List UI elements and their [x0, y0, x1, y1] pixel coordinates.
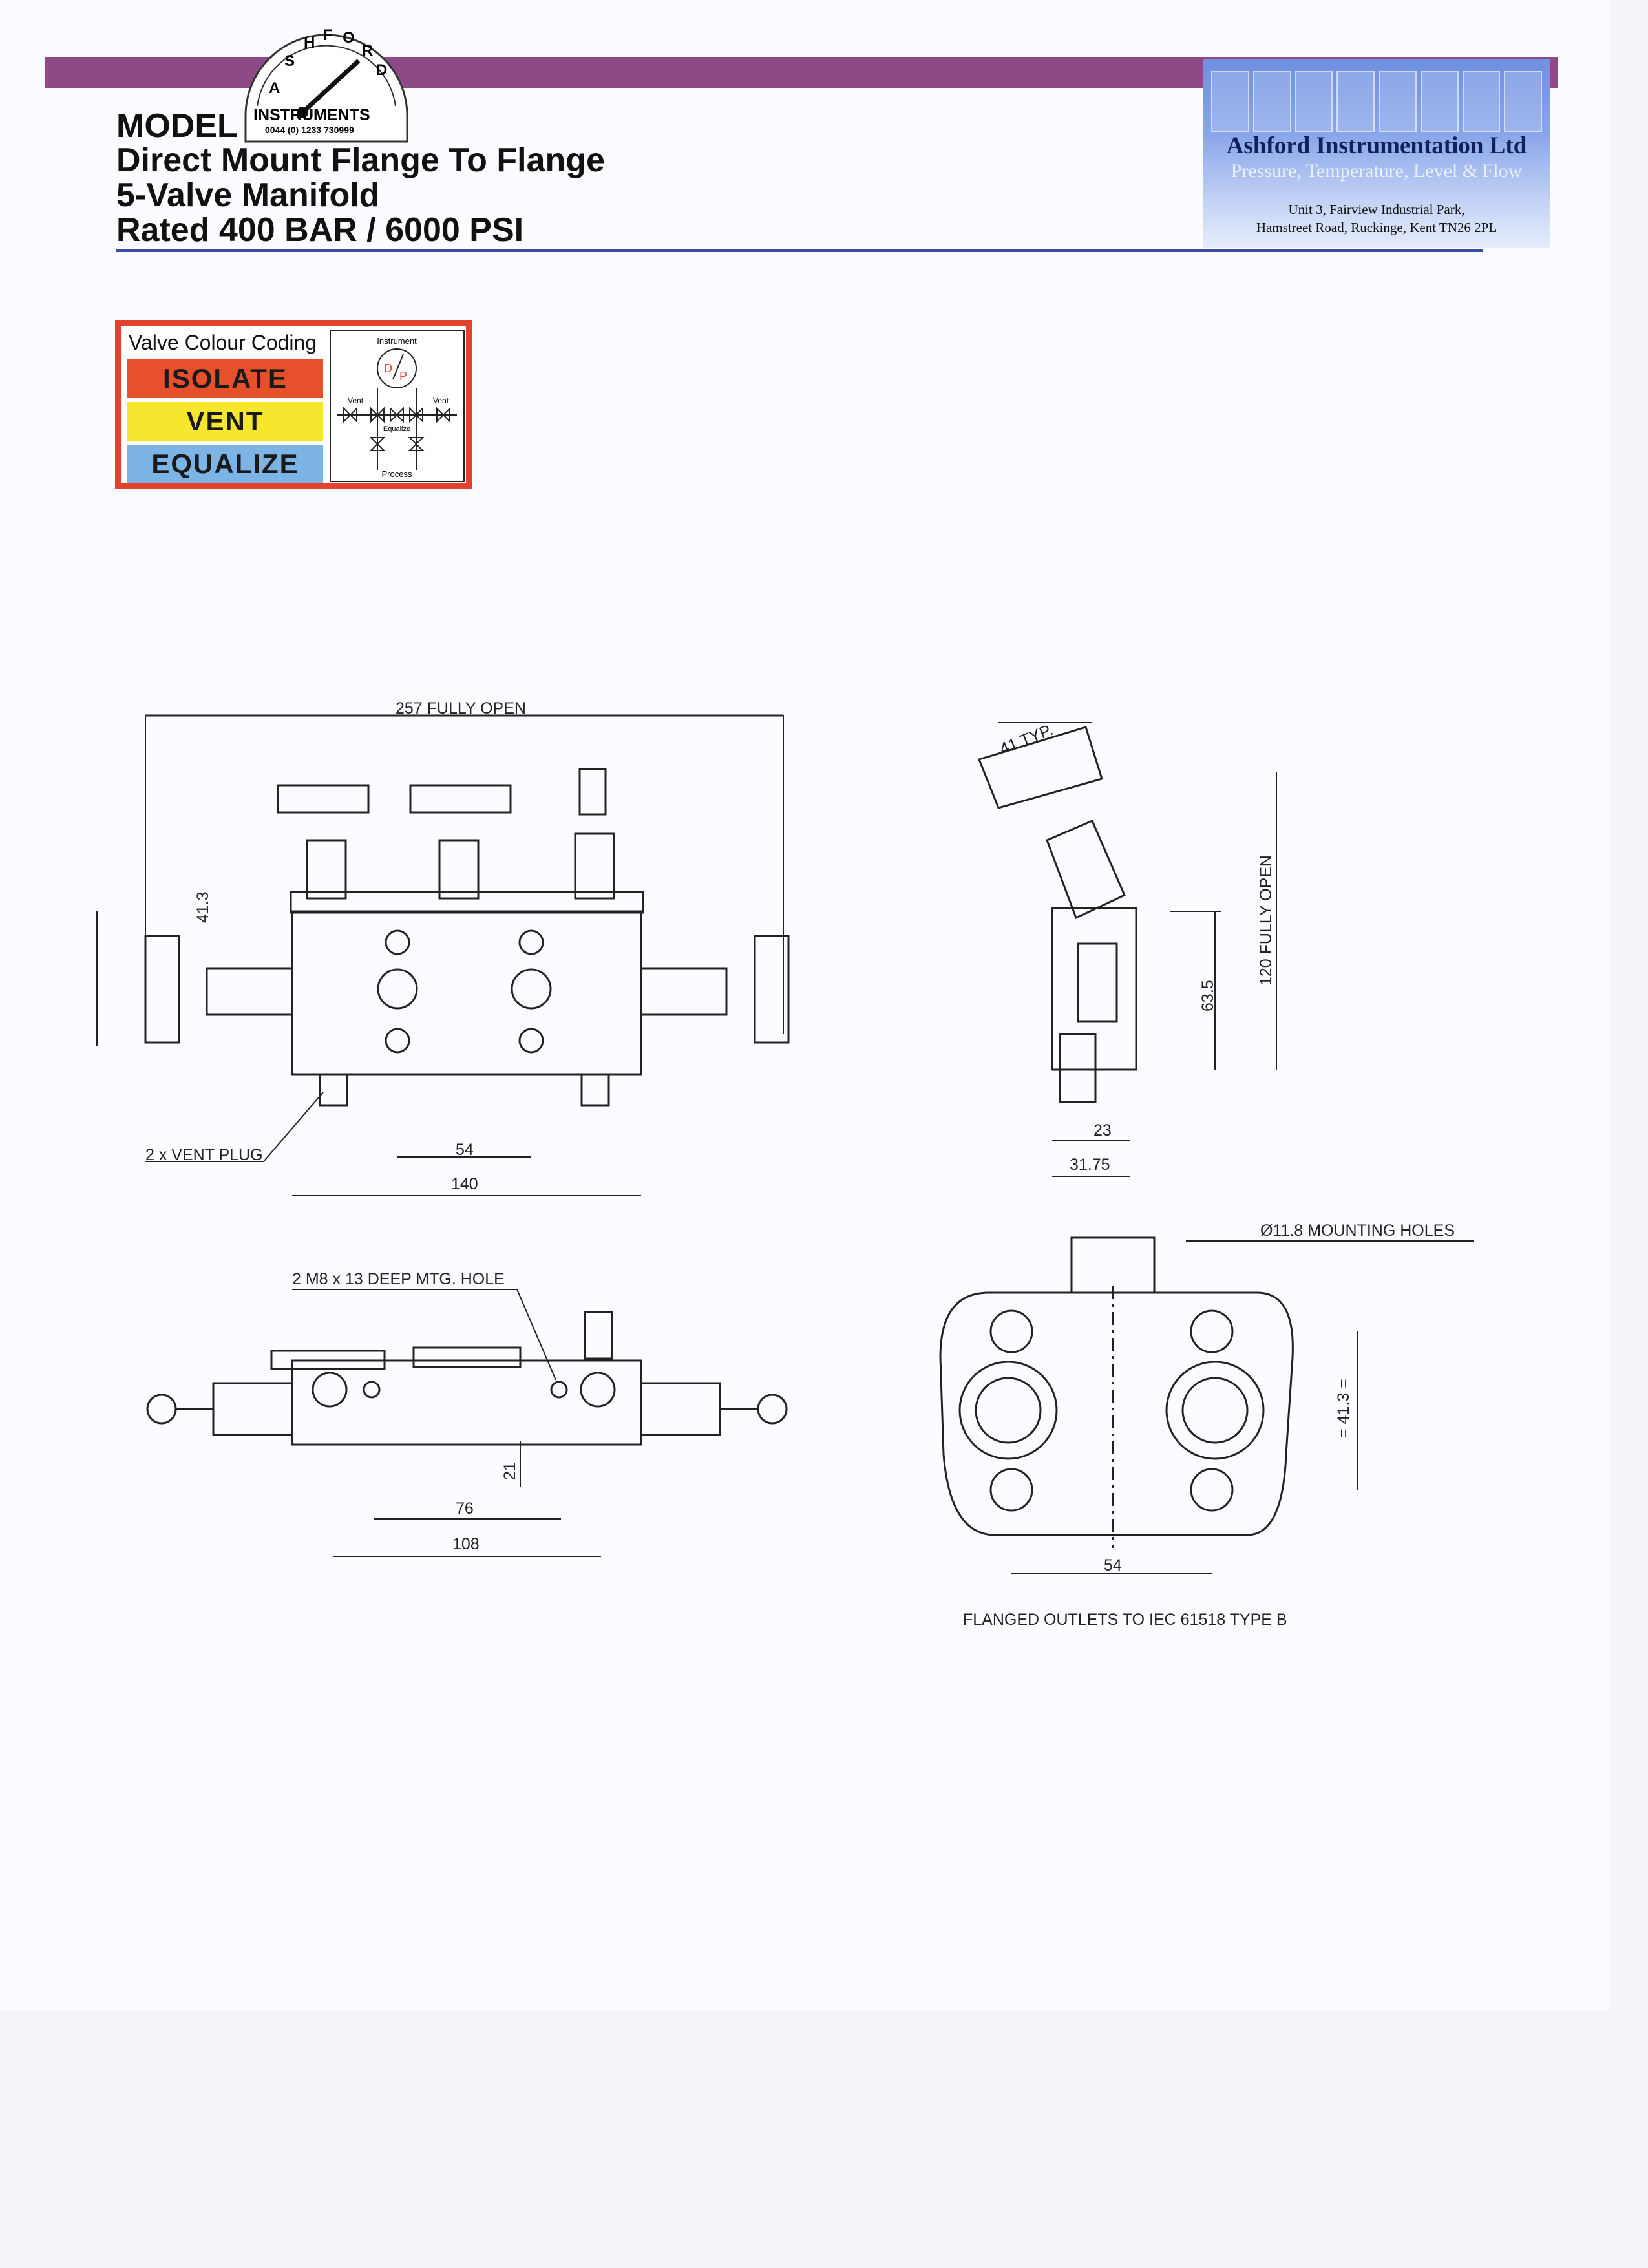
svg-text:F: F	[323, 26, 333, 44]
company-block: Ashford Instrumentation Ltd Pressure, Te…	[1203, 59, 1550, 248]
company-address: Unit 3, Fairview Industrial Park, Hamstr…	[1203, 200, 1550, 237]
svg-text:D: D	[376, 61, 387, 79]
header-rule	[116, 249, 1483, 252]
dim-front-centers: 54	[456, 1141, 474, 1159]
svg-text:S: S	[284, 52, 295, 70]
manifold-schematic: Instrument D P Vent Vent Equalize Proces…	[330, 330, 465, 482]
mounting-holes-note: Ø11.8 MOUNTING HOLES	[1260, 1222, 1455, 1240]
top-view	[146, 1289, 788, 1557]
model-label: MODEL	[116, 107, 238, 145]
title-line-1: Direct Mount Flange To Flange	[116, 142, 605, 179]
svg-text:R: R	[362, 42, 373, 59]
address-line-2: Hamstreet Road, Ruckinge, Kent TN26 2PL	[1256, 220, 1497, 235]
ashford-gauge-logo: A S H F O R D INSTRUMENTS 0044 (0) 1233 …	[244, 26, 408, 143]
dim-flange-height: = 41.3 =	[1335, 1379, 1353, 1438]
coding-heading: Valve Colour Coding	[129, 331, 317, 354]
front-view	[96, 714, 790, 1196]
isolate-swatch: ISOLATE	[127, 359, 323, 398]
valve-colour-coding: Valve Colour Coding ISOLATE VENT EQUALIZ…	[115, 320, 472, 489]
dim-top-span: 108	[452, 1535, 480, 1553]
building-graphic	[1211, 71, 1542, 132]
dim-overall: 257 FULLY OPEN	[396, 699, 526, 717]
schematic-process: Process	[382, 469, 412, 479]
schematic-vent-left: Vent	[348, 396, 364, 405]
dim-front-body: 140	[451, 1175, 478, 1193]
svg-text:O: O	[343, 29, 355, 47]
flange-view	[939, 1236, 1474, 1574]
schematic-equalize: Equalize	[383, 425, 410, 433]
flange-outlets-note: FLANGED OUTLETS TO IEC 61518 TYPE B	[963, 1611, 1287, 1629]
dim-side-depth: 23	[1093, 1121, 1112, 1139]
mtg-hole-note: 2 M8 x 13 DEEP MTG. HOLE	[292, 1270, 505, 1288]
schematic-vent-right: Vent	[433, 396, 449, 405]
svg-text:0044 (0) 1233 730999: 0044 (0) 1233 730999	[265, 125, 354, 135]
svg-text:H: H	[304, 34, 315, 52]
gauge-d: D	[384, 362, 392, 375]
dim-top-pitch: 76	[456, 1500, 474, 1518]
dim-flange-pitch: 54	[1104, 1556, 1122, 1574]
svg-text:A: A	[269, 79, 280, 97]
company-name: Ashford Instrumentation Ltd	[1226, 132, 1527, 159]
title-line-2: 5-Valve Manifold	[116, 176, 380, 214]
title-line-3: Rated 400 BAR / 6000 PSI	[116, 211, 524, 249]
dim-fully-open: 120 FULLY OPEN	[1257, 855, 1275, 986]
dim-front-height: 41.3	[194, 891, 212, 923]
dim-side-width: 31.75	[1070, 1156, 1110, 1174]
vent-plug-label: 2 x VENT PLUG	[145, 1146, 263, 1164]
svg-text:INSTRUMENTS: INSTRUMENTS	[253, 106, 370, 124]
vent-swatch: VENT	[127, 402, 323, 441]
dim-top-offset: 21	[501, 1462, 519, 1480]
gauge-p: P	[399, 370, 407, 383]
address-line-1: Unit 3, Fairview Industrial Park,	[1288, 202, 1465, 217]
schematic-instrument: Instrument	[377, 336, 417, 346]
equalize-swatch: EQUALIZE	[127, 445, 323, 483]
company-tagline: Pressure, Temperature, Level & Flow	[1231, 160, 1523, 182]
side-view	[977, 722, 1277, 1177]
dim-side-height: 63.5	[1199, 980, 1217, 1012]
